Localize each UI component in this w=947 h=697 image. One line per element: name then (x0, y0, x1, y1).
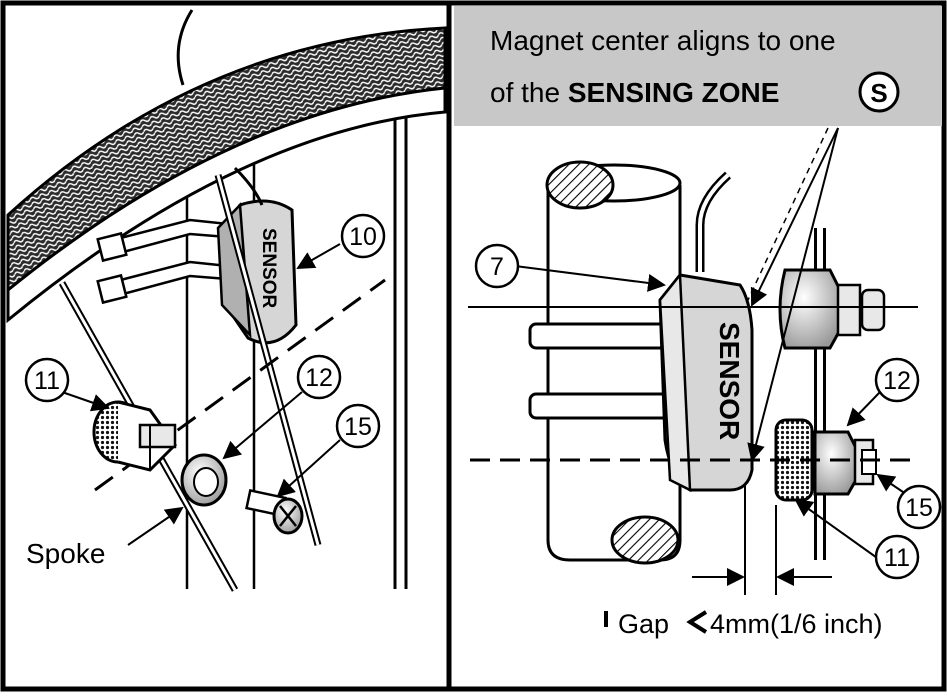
sensing-zone-arrow (750, 127, 839, 307)
sensor-wire (176, 9, 194, 86)
left-washer-hole (193, 467, 219, 497)
left-magnet (92, 400, 177, 472)
spoke-label: Spoke (26, 538, 105, 569)
callout-leader (296, 243, 341, 269)
sensing-zone-symbol (858, 71, 900, 113)
callout-label-7: 7 (490, 253, 504, 281)
wheel-rim (6, 86, 447, 324)
callout-label-10: 10 (349, 223, 377, 251)
spoke-line (216, 174, 320, 546)
callout-circle-15r (896, 484, 942, 530)
tube-section-top (545, 160, 615, 210)
callout-leader (846, 391, 881, 427)
banner-line1: Magnet center aligns to one (490, 25, 836, 56)
gap-text: Gap (618, 609, 669, 639)
callout-label-15r: 15 (905, 494, 933, 522)
left-panel: SENSOR 10 11 (6, 9, 447, 592)
right-sensor-label: SENSOR (714, 322, 745, 440)
callout-leader (514, 265, 666, 292)
callout-circle-15 (335, 403, 381, 449)
spoke-leader (127, 506, 184, 546)
alignment-dashed-line (94, 278, 386, 492)
banner-background (454, 6, 942, 126)
callout-leader (61, 391, 110, 412)
callout-label-12: 12 (305, 364, 333, 392)
frame-tube (546, 185, 682, 562)
less-than-symbol (686, 610, 708, 634)
callout-circle-7 (474, 243, 520, 289)
callout-label-15: 15 (344, 413, 372, 441)
left-sensor-body: SENSOR (216, 166, 298, 345)
callout-circle-11r (874, 534, 920, 580)
callout-label-12r: 12 (883, 367, 911, 395)
banner-line2: of the SENSING ZONE (490, 77, 779, 108)
callout-circle-12r (874, 357, 920, 403)
gap-bullet (604, 611, 608, 627)
left-sensor-label: SENSOR (258, 228, 279, 309)
gap-value: 4mm(1/6 inch) (710, 609, 883, 639)
callout-circle-12 (296, 354, 342, 400)
sensing-zone-dashed (747, 127, 829, 301)
callout-circle-10 (340, 213, 386, 259)
tube-section-bottom (610, 515, 680, 565)
callout-circle-11 (24, 357, 70, 403)
callout-leader (876, 473, 904, 493)
callout-leader (794, 498, 881, 561)
sensing-zone-arrow (747, 127, 839, 462)
callout-label-11r: 11 (884, 544, 910, 572)
sensing-zone-symbol-letter: S (870, 78, 887, 108)
left-screw (245, 488, 304, 535)
upper-magnet-assembly (778, 268, 886, 350)
banner-line2-bold: SENSING ZONE (568, 77, 780, 108)
callout-leader (276, 439, 341, 498)
callout-label-11: 11 (34, 367, 60, 395)
callout-leader (222, 391, 303, 460)
right-sensor-body: SENSOR (658, 171, 754, 493)
right-panel: Magnet center aligns to one of the SENSI… (454, 6, 942, 639)
right-zip-tie (528, 392, 687, 420)
banner-line2-prefix: of the (490, 77, 568, 108)
